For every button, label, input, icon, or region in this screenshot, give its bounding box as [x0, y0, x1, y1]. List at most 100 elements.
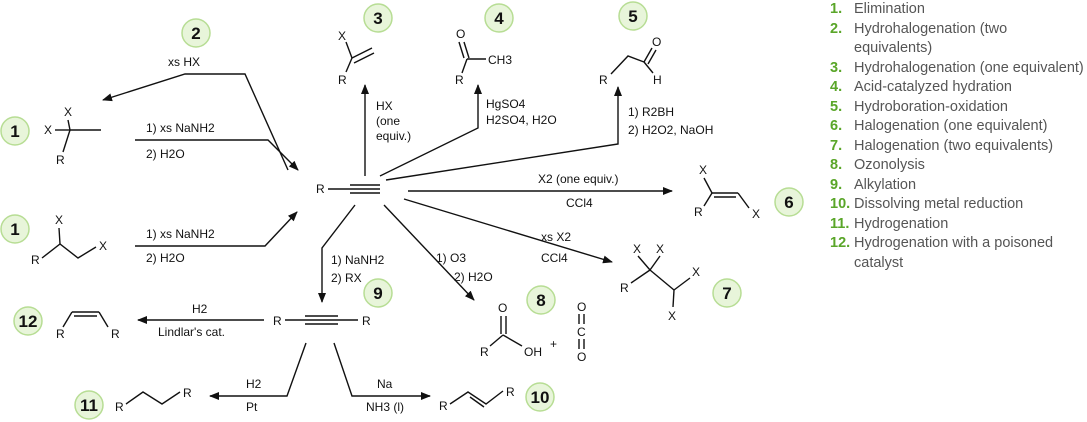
product-7-tetrahalide: X X R X X 7	[620, 242, 742, 323]
atom-o: O	[577, 300, 586, 314]
atom-r: R	[338, 73, 347, 87]
badge-circle	[0, 214, 30, 244]
product-1a-geminal-dihalide: 1 X X R	[0, 105, 101, 167]
legend-number: 1.	[830, 1, 843, 17]
atom-r: R	[480, 345, 489, 359]
badge-number: 9	[373, 284, 382, 303]
condition-label: 2) H2O	[146, 147, 185, 161]
atom-x: X	[633, 242, 641, 256]
bond	[643, 61, 654, 74]
bond	[673, 277, 691, 291]
atom-r: R	[439, 399, 448, 413]
reaction-5-hydroboration: 1) R2BH 2) H2O2, NaOH	[385, 86, 713, 181]
reaction-6-halogenation-one: X2 (one equiv.) CCl4	[408, 172, 673, 210]
product-12-cis-alkene: 12 R R	[13, 306, 120, 341]
badge-circle	[0, 116, 30, 146]
legend-number: 8.	[830, 157, 843, 173]
legend-item: 7.Halogenation (two equivalents)	[830, 137, 1087, 157]
badge-circle	[526, 285, 556, 315]
badge-number: 2	[191, 24, 200, 43]
badge-circle	[74, 390, 104, 420]
badge-circle	[484, 3, 514, 33]
reaction-arrow	[102, 73, 289, 171]
reaction-arrow	[379, 84, 482, 177]
legend-item: 9. Alkylation	[830, 176, 1087, 196]
badge-number: 4	[494, 9, 504, 28]
legend-number: 10.	[830, 196, 851, 212]
reaction-arrow	[333, 342, 431, 400]
atom-ch3: CH3	[488, 53, 512, 67]
bond	[643, 47, 653, 63]
condition-label: 1) xs NaNH2	[146, 121, 215, 135]
reaction-10-dissolving-metal: Na NH3 (l)	[333, 342, 431, 414]
condition-label: equiv.)	[376, 129, 411, 143]
bond	[461, 58, 468, 74]
atom-r: R	[273, 314, 282, 328]
badge-circle	[181, 18, 211, 48]
atom-r: R	[316, 182, 325, 196]
legend-item: 6.Halogenation (one equivalent)	[830, 117, 1087, 137]
condition-label: NH3 (l)	[366, 400, 404, 414]
bond	[610, 55, 645, 75]
legend-item: 2.Hydrohalogenation (two equivalents)	[830, 20, 1087, 59]
condition-label: Lindlar's cat.	[158, 325, 225, 339]
condition-label: 2) H2O	[454, 270, 493, 284]
badge-number: 1	[10, 122, 19, 141]
bond	[502, 334, 523, 347]
bond	[649, 255, 661, 271]
legend-item: 5.Hydroboration-oxidation	[830, 98, 1087, 118]
atom-x: X	[338, 29, 346, 43]
atom-r: R	[31, 253, 40, 267]
bond	[345, 41, 353, 59]
bond	[125, 391, 181, 405]
legend-text: Hydrogenation with a poisoned catalyst	[854, 235, 1054, 271]
reaction-4-hydration: HgSO4 H2SO4, H2O	[379, 84, 557, 177]
bond	[463, 41, 470, 59]
atom-x: X	[656, 242, 664, 256]
legend-text: Hydrogenation	[854, 215, 949, 232]
reaction-11-hydrogenation: H2 Pt	[209, 342, 307, 414]
badge-circle	[525, 382, 555, 412]
condition-label: 1) R2BH	[628, 105, 674, 119]
condition-label: 1) xs NaNH2	[146, 227, 215, 241]
atom-r: R	[455, 73, 464, 87]
bond	[449, 390, 504, 405]
reaction-7-halogenation-two: xs X2 CCl4	[403, 198, 613, 265]
legend-item: 8. Ozonolysis	[830, 156, 1087, 176]
atom-r: R	[183, 386, 192, 400]
atom-r: R	[694, 205, 703, 219]
atom-h: H	[653, 73, 662, 87]
badge-number: 8	[536, 291, 545, 310]
condition-label: 2) RX	[331, 271, 362, 285]
legend-text: Dissolving metal reduction	[854, 196, 1024, 212]
bond	[630, 269, 651, 284]
legend-text: Ozonolysis	[854, 157, 925, 173]
reaction-2-hydrohalogenation-two: xs HX 2	[102, 18, 289, 171]
badge-number: 10	[531, 388, 550, 407]
legend-text: Alkylation	[854, 176, 917, 193]
bond	[67, 119, 71, 131]
condition-label: 1) O3	[436, 251, 466, 265]
legend-number: 7.	[830, 137, 843, 154]
bond	[62, 129, 71, 153]
legend-number: 2.	[830, 20, 843, 37]
atom-r: R	[599, 73, 608, 87]
reaction-1b-elimination: 1) xs NaNH2 2) H2O	[135, 211, 298, 265]
legend-number: 9.	[830, 176, 843, 193]
legend-number: 4.	[830, 79, 843, 95]
atom-x: X	[692, 265, 700, 279]
atom-x: X	[44, 123, 52, 137]
condition-label: H2	[192, 302, 208, 316]
bond	[351, 47, 373, 59]
bond	[703, 177, 713, 194]
condition-label: Pt	[246, 400, 258, 414]
condition-label: 1) NaNH2	[331, 253, 385, 267]
legend-text: Hydrohalogenation (one equivalent)	[854, 59, 1084, 76]
bond	[353, 52, 375, 64]
badge-circle	[363, 278, 393, 308]
legend-item: 11.Hydrogenation	[830, 215, 1087, 235]
condition-label: HX	[376, 99, 393, 113]
bond	[672, 289, 675, 308]
atom-r: R	[506, 385, 515, 399]
bond	[458, 41, 465, 59]
